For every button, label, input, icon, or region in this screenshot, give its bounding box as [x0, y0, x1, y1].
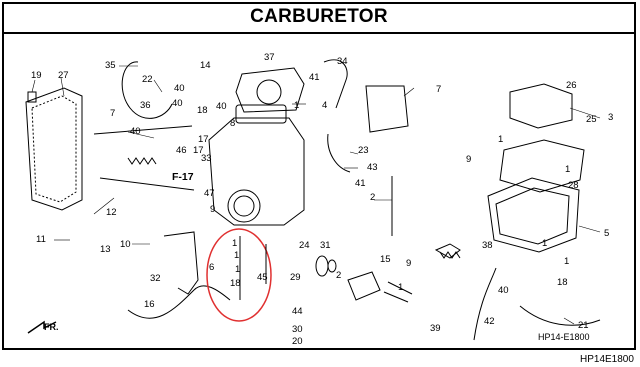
label-41a: 41 [309, 72, 320, 83]
label-1f: 1 [235, 264, 240, 275]
accelerator-pump [365, 85, 409, 133]
label-9a: 9 [466, 154, 471, 165]
label-1e: 1 [234, 250, 239, 261]
label-43: 43 [367, 162, 378, 173]
label-18a: 18 [197, 105, 208, 116]
title-bar: CARBURETOR [2, 2, 636, 34]
label-7b: 7 [436, 84, 441, 95]
label-20: 20 [292, 336, 303, 347]
label-17b: 17 [193, 145, 204, 156]
label-33: 33 [201, 153, 212, 164]
float-chamber [487, 177, 580, 253]
label-34: 34 [337, 56, 348, 67]
label-29: 29 [290, 272, 301, 283]
label-26: 26 [566, 80, 577, 91]
label-18c: 18 [557, 277, 568, 288]
label-16: 16 [144, 299, 155, 310]
label-6: 6 [209, 262, 214, 273]
label-40a: 40 [174, 83, 185, 94]
label-2b: 2 [336, 270, 341, 281]
label-21: 21 [578, 320, 589, 331]
label-9c: 9 [406, 258, 411, 269]
label-18b: 18 [230, 278, 241, 289]
label-1h: 1 [542, 238, 547, 249]
label-12: 12 [106, 207, 117, 218]
front-arrow [27, 320, 57, 334]
label-35: 35 [105, 60, 116, 71]
label-13: 13 [100, 244, 111, 255]
label-41b: 41 [355, 178, 366, 189]
label-9b: 9 [210, 204, 215, 215]
top-cover [235, 67, 305, 113]
side-cover [25, 87, 83, 211]
venturi [227, 189, 261, 223]
label-2a: 2 [370, 192, 375, 203]
label-39: 39 [430, 323, 441, 334]
label-14: 14 [200, 60, 211, 71]
carburetor-body [208, 117, 305, 226]
page-title: CARBURETOR [250, 6, 388, 27]
label-10: 10 [120, 239, 131, 250]
label-40e: 40 [498, 285, 509, 296]
vent-hose-35 [121, 61, 173, 119]
label-23: 23 [358, 145, 369, 156]
highlight-circle [206, 228, 272, 322]
label-25: 25 [586, 114, 597, 125]
label-15: 15 [380, 254, 391, 265]
label-1i: 1 [564, 256, 569, 267]
label-5: 5 [604, 228, 609, 239]
label-45: 45 [257, 272, 268, 283]
drain-hose [473, 267, 497, 341]
label-31: 31 [320, 240, 331, 251]
label-38: 38 [482, 240, 493, 251]
diagram-frame [2, 2, 636, 350]
throttle-shaft [93, 125, 193, 135]
hose-43 [327, 133, 351, 173]
label-7a: 7 [110, 108, 115, 119]
label-17: 17 [198, 134, 209, 145]
label-37: 37 [264, 52, 275, 63]
section-ref: F-17 [172, 171, 194, 183]
label-27: 27 [58, 70, 69, 81]
label-42: 42 [484, 316, 495, 327]
label-4: 4 [322, 100, 327, 111]
label-1c: 1 [565, 164, 570, 175]
label-44: 44 [292, 306, 303, 317]
label-28: 28 [568, 180, 579, 191]
gasket [499, 139, 585, 193]
label-32: 32 [150, 273, 161, 284]
label-36: 36 [140, 100, 151, 111]
label-40c: 40 [216, 101, 227, 112]
diagram-code-inner: HP14-E1800 [538, 332, 590, 342]
label-22: 22 [142, 74, 153, 85]
cutoff-valve [509, 83, 573, 129]
vent-hose-34 [323, 59, 348, 109]
exploded-parts-diagram: 19 27 35 22 40 14 36 40 40 18 7 40 17 46… [25, 52, 613, 347]
bracket [163, 231, 199, 295]
label-3: 3 [608, 112, 613, 123]
label-1g: 1 [398, 282, 403, 293]
label-47: 47 [204, 188, 215, 199]
overflow-tube [519, 305, 601, 326]
label-40d: 40 [130, 126, 141, 137]
label-8: 8 [230, 118, 235, 129]
label-11: 11 [36, 234, 46, 245]
label-40b: 40 [172, 98, 183, 109]
label-19: 19 [31, 70, 42, 81]
diagram-code-outer: HP14E1800 [580, 354, 634, 365]
front-marker-label: FR. [44, 322, 59, 332]
label-1d: 1 [232, 238, 237, 249]
throttle-cable [127, 285, 231, 319]
label-46: 46 [176, 145, 187, 156]
label-1a: 1 [294, 100, 299, 111]
label-1b: 1 [498, 134, 503, 145]
label-24: 24 [299, 240, 310, 251]
label-30: 30 [292, 324, 303, 335]
